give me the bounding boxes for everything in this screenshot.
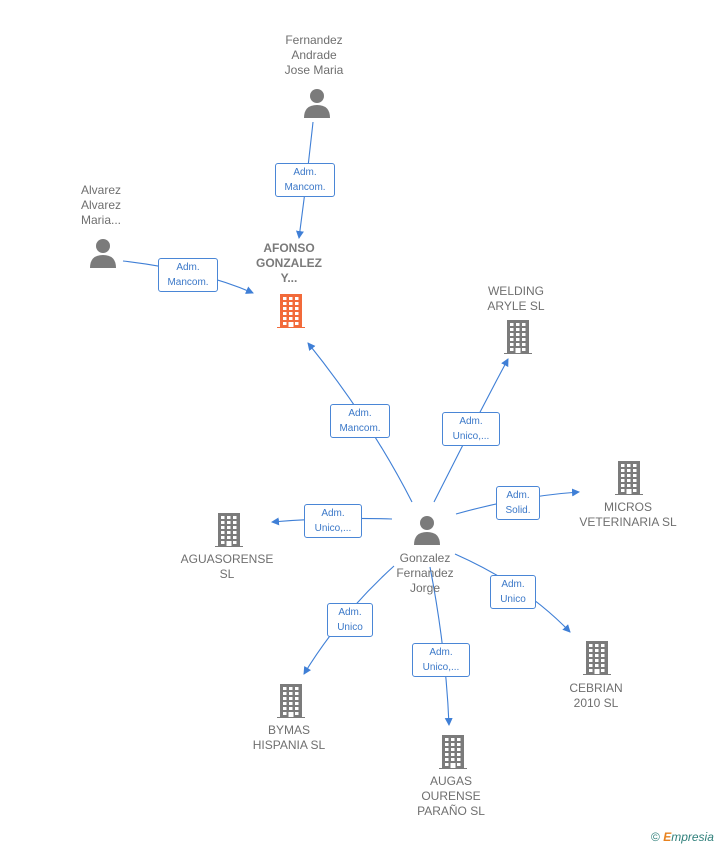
edge-label-alvarez-afonso[interactable]: Adm. Mancom. <box>158 258 218 292</box>
welding-building-icon[interactable] <box>504 320 532 359</box>
fernandez-person-icon[interactable] <box>303 88 331 123</box>
node-label-fernandez[interactable]: Fernandez Andrade Jose Maria <box>284 33 344 77</box>
edge-label-gonzalez-micros[interactable]: Adm. Solid. <box>496 486 540 520</box>
augas-building-icon[interactable] <box>439 735 467 774</box>
brand-logo: © Empresia <box>651 830 714 844</box>
edge-label-gonzalez-welding[interactable]: Adm. Unico,... <box>442 412 500 446</box>
node-label-cebrian[interactable]: CEBRIAN 2010 SL <box>569 681 623 710</box>
node-label-alvarez[interactable]: Alvarez Alvarez Maria... <box>80 183 121 227</box>
cebrian-building-icon[interactable] <box>583 641 611 680</box>
edge-label-gonzalez-bymas[interactable]: Adm. Unico <box>327 603 373 637</box>
micros-building-icon[interactable] <box>615 461 643 500</box>
gonzalez-person-icon[interactable] <box>413 515 441 550</box>
bymas-building-icon[interactable] <box>277 684 305 723</box>
brand-name: mpresia <box>671 830 714 844</box>
brand-initial: E <box>663 830 672 844</box>
node-label-augas[interactable]: AUGAS OURENSE PARAÑO SL <box>417 774 485 818</box>
edge-label-gonzalez-afonso[interactable]: Adm. Mancom. <box>330 404 390 438</box>
node-label-micros[interactable]: MICROS VETERINARIA SL <box>579 500 677 529</box>
node-label-welding[interactable]: WELDING ARYLE SL <box>487 284 545 313</box>
node-label-gonzalez[interactable]: Gonzalez Fernandez Jorge <box>396 551 454 595</box>
afonso-building-icon[interactable] <box>277 294 305 333</box>
node-label-aguasorense[interactable]: AGUASORENSE SL <box>180 552 274 581</box>
copyright-icon: © <box>651 830 660 844</box>
alvarez-person-icon[interactable] <box>89 238 117 273</box>
node-label-afonso[interactable]: AFONSO GONZALEZ Y... <box>256 241 322 285</box>
node-label-bymas[interactable]: BYMAS HISPANIA SL <box>252 723 326 752</box>
edge-label-fernandez-afonso[interactable]: Adm. Mancom. <box>275 163 335 197</box>
edge-label-gonzalez-aguasorense[interactable]: Adm. Unico,... <box>304 504 362 538</box>
edge-label-gonzalez-augas[interactable]: Adm. Unico,... <box>412 643 470 677</box>
edge-label-gonzalez-cebrian[interactable]: Adm. Unico <box>490 575 536 609</box>
aguasorense-building-icon[interactable] <box>215 513 243 552</box>
